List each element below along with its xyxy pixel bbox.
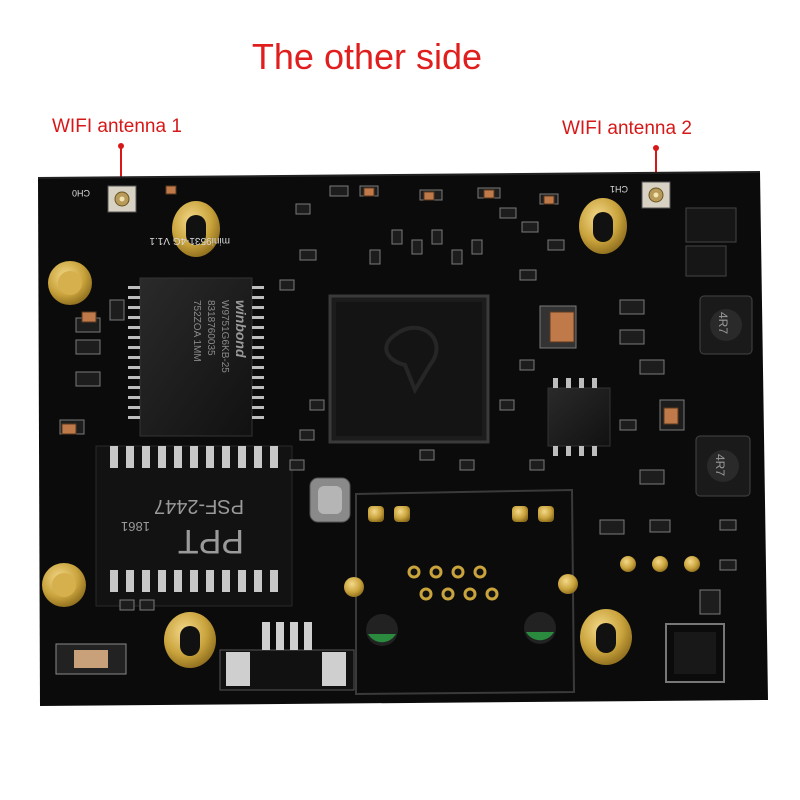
crystal — [309, 477, 351, 523]
mounting-hole-top-right — [579, 198, 627, 254]
inductor-bottom: 4R7 — [695, 435, 751, 497]
antenna-1-label: WIFI antenna 1 — [52, 116, 182, 137]
mosfet-middle — [685, 245, 727, 277]
mounting-hole-bottom-left — [164, 612, 216, 668]
ram-part: W9751G6KB-25 — [219, 300, 230, 373]
transformer-part: PSF-2447 — [154, 495, 244, 517]
mosfet-top — [685, 207, 737, 243]
connector-pad-area — [344, 488, 578, 696]
mounting-hole-bottom-right — [580, 609, 632, 665]
transformer-code: 1861 — [121, 519, 150, 534]
bottom-left-component — [55, 643, 127, 675]
transformer-brand: PPT — [178, 522, 244, 560]
mounting-hole-top-left — [172, 201, 220, 257]
page-title: The other side — [251, 36, 483, 77]
round-pad-left-bottom — [42, 563, 86, 607]
inductor-top: 4R7 — [699, 295, 753, 355]
round-pad-left-top — [48, 261, 92, 305]
ch1-silkscreen: CH1 — [610, 184, 628, 194]
antenna-2-connector — [641, 181, 671, 209]
antenna-1-connector — [107, 185, 137, 213]
ch0-silkscreen: CH0 — [72, 188, 90, 198]
antenna-2-label: WIFI antenna 2 — [562, 118, 692, 139]
soc-chip — [328, 294, 490, 444]
inductor-bottom-marking: 4R7 — [713, 454, 727, 476]
model-silkscreen: mini9531-4G V1.1 — [149, 235, 230, 246]
led-green-left — [366, 614, 398, 646]
inductor-top-marking: 4R7 — [716, 312, 730, 334]
antenna-1-leader — [118, 143, 124, 190]
ram-chip: winbond W9751G6KB-25 8318760035 752ZOA 1… — [128, 277, 264, 437]
led-green-right — [524, 612, 556, 644]
ram-code-1: 8318760035 — [205, 300, 216, 356]
flash-chip — [547, 378, 611, 456]
ethernet-transformer: PSF-2447 PPT 1861 — [95, 445, 293, 607]
capacitors-orange — [61, 185, 679, 435]
ram-code-2: 752ZOA 1MM — [191, 300, 202, 362]
bottom-header — [219, 622, 355, 691]
bottom-right-ic — [665, 623, 725, 683]
three-pin-header — [620, 556, 700, 572]
ram-brand: winbond — [233, 300, 249, 358]
antenna-2-leader — [653, 145, 659, 188]
